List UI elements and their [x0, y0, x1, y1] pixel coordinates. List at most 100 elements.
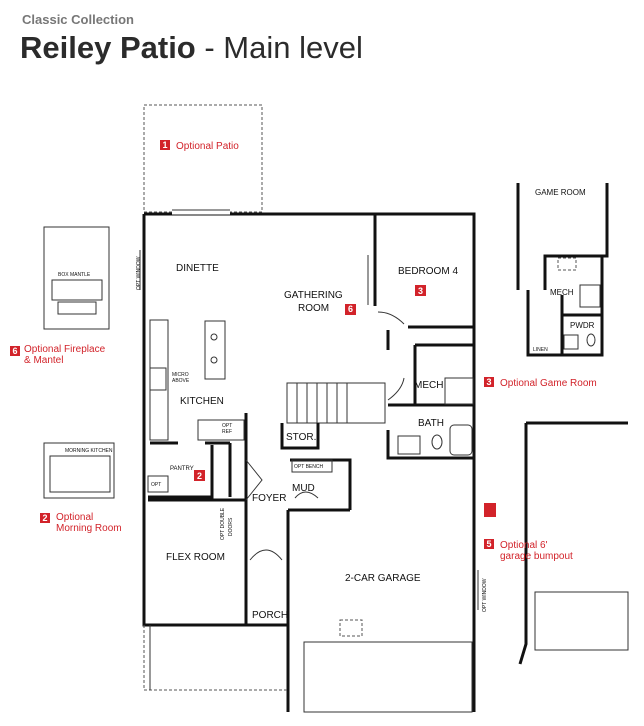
- foyer-closet-door: [245, 459, 263, 501]
- island-sink-2: [210, 356, 218, 364]
- flex-room-label: FLEX ROOM: [166, 552, 225, 563]
- range: [149, 367, 167, 391]
- morning-room-outline: [43, 442, 115, 499]
- game-mech-label: MECH: [550, 288, 574, 297]
- mud-door-swing: [294, 491, 319, 499]
- kitchen-counter-left: [149, 319, 169, 441]
- bedroom-4-label: BEDROOM 4: [398, 266, 458, 277]
- pantry-badge: [194, 470, 205, 481]
- toilet: [431, 434, 443, 450]
- opt-pantry-label: OPT: [151, 482, 161, 488]
- opt-ref-box: [147, 475, 169, 493]
- option-6-number: 6: [12, 346, 17, 356]
- option-6-badge: [10, 346, 20, 356]
- option-3-label: Optional Game Room: [500, 378, 597, 389]
- bedroom-badge-number: 3: [418, 286, 423, 296]
- gathering-badge-number: 6: [348, 304, 353, 314]
- bumpout-west-wall: [518, 423, 528, 665]
- collection-label: Classic Collection: [22, 12, 134, 27]
- game-mech-dashed: [557, 257, 577, 271]
- garage-door: [303, 641, 473, 713]
- opt-double-doors-1: OPT DOUBLE: [220, 507, 226, 540]
- stairs: [286, 382, 386, 424]
- plan-name: Reiley Patio: [20, 30, 196, 65]
- foyer-label: FOYER: [252, 493, 286, 504]
- stor-label: STOR.: [286, 432, 316, 443]
- mech-equipment: [444, 377, 474, 405]
- fireplace-outline: [43, 226, 110, 330]
- option-5-label-1: Optional 6': [500, 540, 548, 551]
- bedroom-door-swing: [377, 311, 405, 325]
- bath-label: BATH: [418, 418, 444, 429]
- game-room-mech-walls: [526, 254, 604, 357]
- bedroom-badge: [415, 285, 426, 296]
- pwdr-toilet: [586, 333, 596, 347]
- mech-door-swing: [387, 377, 405, 401]
- stor-walls: [280, 423, 320, 450]
- option-3-number: 3: [486, 377, 491, 387]
- pantry-label: PANTRY: [170, 466, 194, 472]
- micro-label-2: ABOVE: [172, 378, 190, 384]
- box-mantle-label: BOX MANTLE: [58, 272, 91, 278]
- island-sink: [210, 333, 218, 341]
- pantry-badge-number: 2: [197, 471, 202, 481]
- flex-door-swing: [249, 549, 283, 561]
- kitchen-label: KITCHEN: [180, 396, 224, 407]
- morning-kitchen-label: MORNING KITCHEN: [65, 448, 113, 454]
- bath-vanity: [397, 435, 421, 455]
- opt-bench: [291, 459, 333, 473]
- garage-label: 2-CAR GARAGE: [345, 573, 421, 584]
- option-1-label: Optional Patio: [176, 141, 239, 152]
- mech-label: MECH: [414, 380, 443, 391]
- opt-double-doors-2: DOORS: [228, 517, 234, 536]
- opt-small-label-1: OPT: [222, 423, 232, 429]
- bath-bottom-wall: [386, 430, 474, 460]
- option-2-number: 2: [42, 513, 47, 523]
- dinette-label: DINETTE: [176, 263, 219, 274]
- game-room-label: GAME ROOM: [535, 188, 586, 197]
- game-mech-equipment: [579, 284, 601, 308]
- fireplace-firebox: [57, 301, 97, 315]
- option-2-badge: [40, 513, 50, 523]
- option-6-label-1: Optional Fireplace: [24, 344, 106, 355]
- porch-outline: [143, 625, 288, 691]
- mantle-shelf: [51, 279, 103, 301]
- opt-window-left-label: OPT WINDOW: [136, 256, 142, 290]
- porch-label: PORCH: [252, 610, 288, 621]
- level-name: - Main level: [195, 30, 363, 65]
- mud-label: MUD: [292, 483, 315, 494]
- opt-bench-label: OPT BENCH: [294, 464, 323, 470]
- bumpout-garage-door: [534, 591, 629, 651]
- game-room-east-wall: [602, 183, 609, 258]
- option-6-label-2: & Mantel: [24, 355, 63, 366]
- gathering-room-label-2: ROOM: [298, 303, 329, 314]
- morning-counter: [49, 455, 111, 493]
- gathering-room-label-1: GATHERING: [284, 290, 343, 301]
- linen-label: LINEN: [533, 347, 548, 353]
- house-outer-wall-top-right: [144, 212, 476, 458]
- bathtub: [449, 424, 473, 456]
- option-1-badge: [160, 140, 170, 150]
- optional-patio-outline: [143, 104, 263, 213]
- option-2-label-1: Optional: [56, 512, 93, 523]
- opt-small-label-2: REF: [222, 429, 232, 435]
- option-5-number: 5: [486, 539, 491, 549]
- kitchen-island: [204, 320, 226, 380]
- pwdr-sink: [563, 334, 579, 350]
- opt-ref-kitchen: [197, 419, 245, 441]
- option-5-badge: [484, 539, 494, 549]
- stair-treads: [296, 383, 348, 423]
- gathering-badge: [345, 304, 356, 315]
- option-5-label-2: garage bumpout: [500, 551, 573, 562]
- option-2-label-2: Morning Room: [56, 523, 122, 534]
- pantry-wall: [148, 445, 214, 499]
- bumpout-marker: [484, 503, 496, 517]
- pwdr-label: PWDR: [570, 321, 595, 330]
- garage-step: [339, 619, 363, 637]
- option-3-badge: [484, 377, 494, 387]
- micro-label-1: MICRO: [172, 372, 189, 378]
- page-title: Reiley Patio - Main level: [20, 30, 363, 66]
- option-1-number: 1: [162, 140, 167, 150]
- opt-window-garage-label: OPT WINDOW: [482, 578, 488, 612]
